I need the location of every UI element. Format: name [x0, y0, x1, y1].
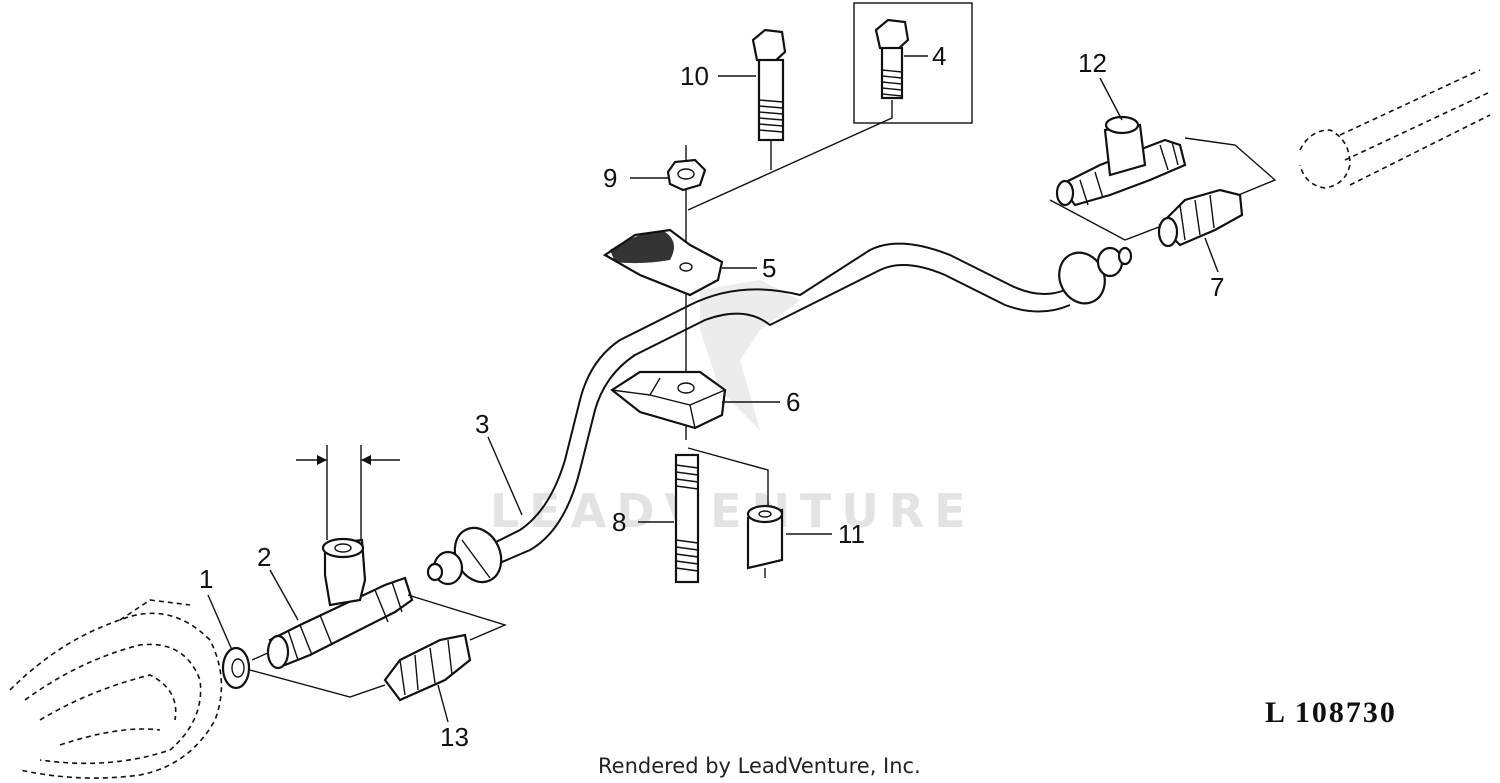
pipe-nut-right	[1058, 246, 1133, 305]
bolt-10	[751, 28, 787, 170]
callout-5: 5	[762, 253, 776, 283]
callout-9: 9	[603, 163, 617, 193]
housing-left	[9, 599, 223, 779]
callout-1: 1	[199, 564, 213, 594]
callout-11: 11	[838, 519, 865, 549]
watermark: LEADVENTURE	[490, 280, 976, 538]
callout-10: 10	[680, 61, 709, 91]
stud-8	[674, 447, 769, 584]
clamp-5	[602, 228, 724, 297]
adapter-fitting-7	[1157, 188, 1244, 248]
callout-3: 3	[475, 409, 489, 439]
callout-4: 4	[932, 41, 946, 71]
washer	[221, 646, 271, 690]
figure-number: L 108730	[1265, 696, 1397, 729]
adapter-fitting-13	[249, 594, 508, 702]
callout-labels: 1 2 3 4 5 6 7 8 9 10 11 12 13	[199, 41, 1224, 752]
callout-12: 12	[1078, 48, 1107, 78]
callout-8: 8	[612, 507, 626, 537]
leader-line-bolt	[687, 100, 893, 211]
spacer-11	[746, 504, 784, 578]
nut-9	[666, 145, 707, 192]
pipe-nut-left	[426, 526, 503, 586]
callout-7: 7	[1210, 272, 1224, 302]
watermark-text: LEADVENTURE	[490, 484, 976, 538]
rendered-by-credit: Rendered by LeadVenture, Inc.	[598, 754, 921, 778]
clamp-6	[610, 370, 727, 430]
leader-lines	[207, 55, 1219, 723]
tee-fitting	[266, 445, 414, 670]
bolt-4-box	[853, 2, 973, 124]
brake-line-pipe	[489, 242, 1071, 566]
callout-6: 6	[786, 387, 800, 417]
callout-13: 13	[440, 722, 469, 752]
tee-fitting-12	[1049, 115, 1277, 241]
housing-right	[1299, 69, 1491, 189]
callout-2: 2	[257, 542, 271, 572]
